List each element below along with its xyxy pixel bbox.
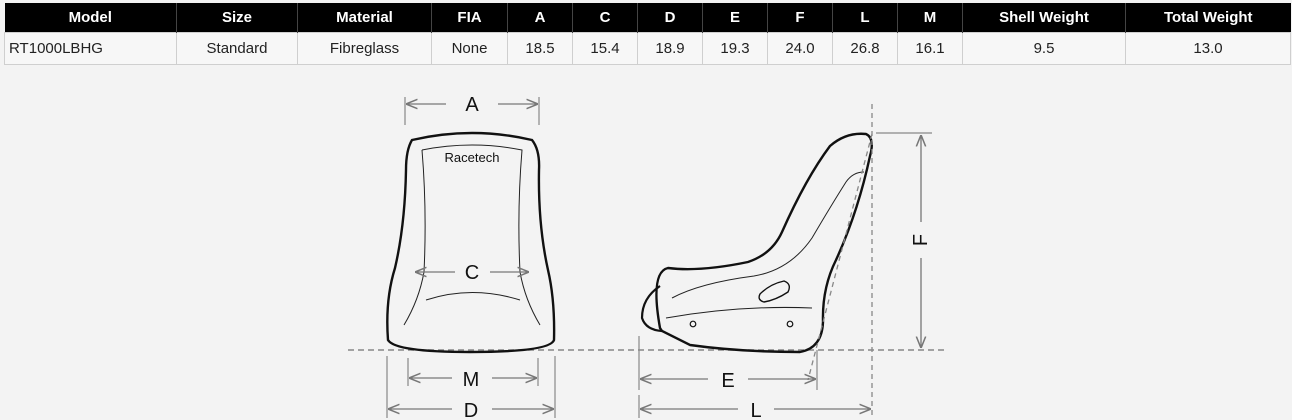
- cell-e: 19.3: [702, 32, 768, 65]
- header-shell-weight: Shell Weight: [962, 3, 1126, 33]
- header-model: Model: [4, 3, 177, 33]
- header-fia: FIA: [431, 3, 508, 33]
- dimension-m-label: M: [463, 369, 480, 391]
- header-m: M: [897, 3, 963, 33]
- cell-size: Standard: [176, 32, 298, 65]
- seat-front-view: Racetech: [386, 131, 556, 354]
- seat-back-angle-line: [807, 133, 873, 381]
- cell-material: Fibreglass: [297, 32, 432, 65]
- table-row: RT1000LBHG Standard Fibreglass None 18.5…: [4, 32, 1291, 65]
- dimension-d-label: D: [464, 400, 478, 420]
- spec-table: Model Size Material FIA A C D E F L M Sh…: [4, 3, 1291, 65]
- dimension-e: E: [638, 336, 818, 392]
- dimension-a-label: A: [465, 94, 479, 116]
- cell-model: RT1000LBHG: [4, 32, 177, 65]
- brand-label: Racetech: [445, 150, 500, 165]
- cell-a: 18.5: [507, 32, 573, 65]
- dimension-c: C: [416, 262, 528, 284]
- cell-total-weight: 13.0: [1125, 32, 1291, 65]
- cell-l: 26.8: [832, 32, 898, 65]
- cell-shell-weight: 9.5: [962, 32, 1126, 65]
- cell-d: 18.9: [637, 32, 703, 65]
- header-c: C: [572, 3, 638, 33]
- header-l: L: [832, 3, 898, 33]
- cell-m: 16.1: [897, 32, 963, 65]
- header-f: F: [767, 3, 833, 33]
- cell-f: 24.0: [767, 32, 833, 65]
- dimension-a: A: [404, 94, 540, 125]
- dimension-f: F: [876, 132, 932, 347]
- dimension-e-label: E: [721, 370, 734, 392]
- header-e: E: [702, 3, 768, 33]
- header-a: A: [507, 3, 573, 33]
- dimension-l: L: [638, 395, 870, 420]
- dimension-l-label: L: [750, 400, 761, 420]
- header-total-weight: Total Weight: [1125, 3, 1291, 33]
- header-d: D: [637, 3, 703, 33]
- dimension-d: D: [386, 356, 556, 420]
- header-material: Material: [297, 3, 432, 33]
- cell-c: 15.4: [572, 32, 638, 65]
- header-size: Size: [176, 3, 298, 33]
- dimension-c-label: C: [465, 262, 479, 284]
- dimension-m: M: [407, 358, 539, 391]
- seat-side-view: [640, 132, 873, 354]
- dimension-f-label: F: [910, 234, 932, 246]
- spec-header-row: Model Size Material FIA A C D E F L M Sh…: [4, 3, 1291, 33]
